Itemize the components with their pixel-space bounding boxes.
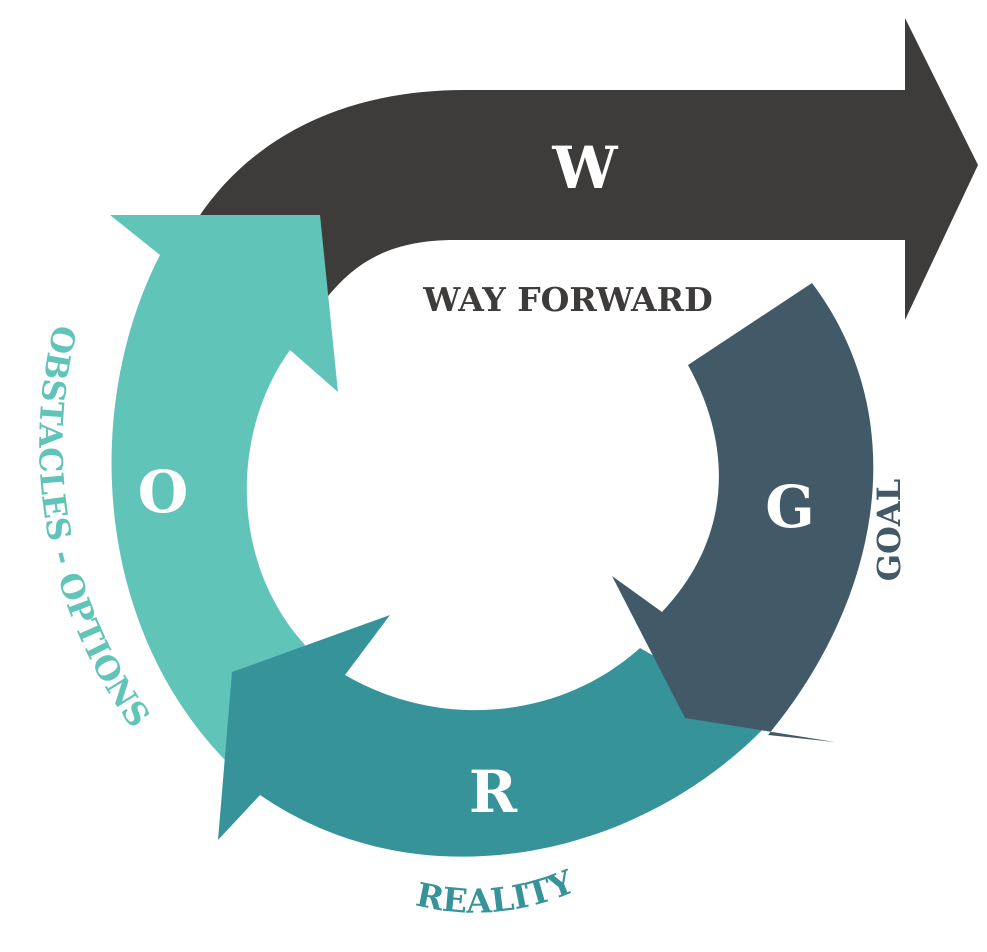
- goal-letter: G: [765, 473, 815, 541]
- reality-label: REALITY: [413, 862, 579, 921]
- goal-label: GOAL: [870, 479, 908, 582]
- obstacles-letter: O: [138, 458, 189, 526]
- way-forward-arrow: [198, 18, 978, 320]
- reality-arrow: [218, 615, 770, 857]
- goal-arrow: [612, 283, 874, 742]
- obstacles-arrow: [110, 215, 338, 760]
- way-forward-label: WAY FORWARD: [422, 280, 712, 319]
- way-forward-letter: W: [551, 134, 618, 202]
- reality-letter: R: [469, 758, 518, 826]
